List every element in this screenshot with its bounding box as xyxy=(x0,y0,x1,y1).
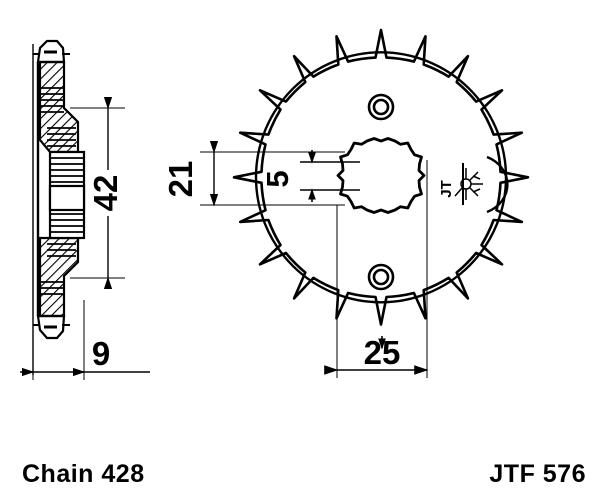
part-number-label: JTF 576 xyxy=(489,460,586,488)
jt-logo-text: JT xyxy=(438,180,455,198)
dimension-25: 25 xyxy=(324,160,429,378)
dimension-9: 9 xyxy=(20,300,150,380)
section-hub-boss xyxy=(48,150,86,240)
jt-brand-mark: JT xyxy=(438,155,509,214)
dimension-21-label: 21 xyxy=(162,161,199,198)
front-face-view: JT 21 xyxy=(162,28,530,378)
dimension-5-label: 5 xyxy=(260,170,295,187)
splined-bore xyxy=(336,137,426,214)
bolt-hole-upper xyxy=(367,93,395,121)
section-tooth-bottom xyxy=(33,314,70,340)
dimension-42: 42 xyxy=(70,96,125,290)
dimension-5: 5 xyxy=(260,150,360,202)
bolt-hole-lower xyxy=(367,263,395,291)
chain-size-label: Chain 428 xyxy=(22,460,145,488)
sunburst-icon xyxy=(454,168,483,200)
dimension-25-label: 25 xyxy=(364,334,401,371)
dimension-42-label: 42 xyxy=(87,175,124,212)
section-root-strips xyxy=(40,87,64,295)
dimension-9-label: 9 xyxy=(92,335,110,372)
section-web-upper xyxy=(38,60,80,154)
section-ribs xyxy=(47,127,76,257)
side-section-view: 42 9 xyxy=(20,39,150,380)
section-tooth-top xyxy=(33,39,70,64)
dimension-21: 21 xyxy=(162,140,345,207)
